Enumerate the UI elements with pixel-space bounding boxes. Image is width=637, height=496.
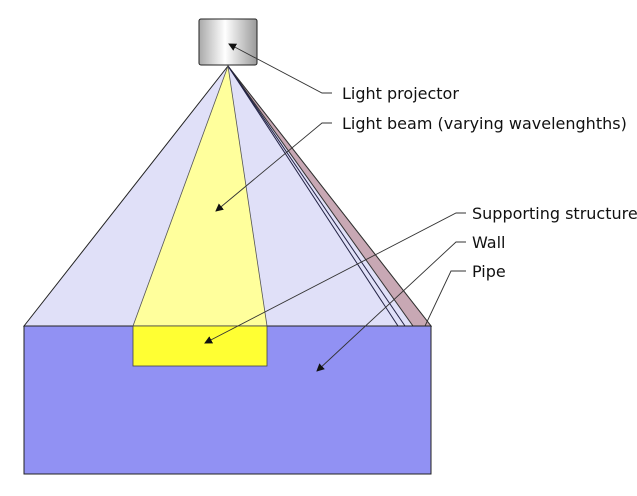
- light-beam-leader: [215, 122, 332, 212]
- light-projector-label: Light projector: [342, 84, 459, 103]
- supporting-structure-label: Supporting structure: [472, 204, 637, 223]
- pipe-edge-line: [227, 65, 399, 327]
- wall-leader: [316, 241, 466, 372]
- beam-spot: [132, 325, 268, 367]
- wall-label: Wall: [472, 233, 506, 252]
- pipe-label: Pipe: [472, 262, 506, 281]
- light-beam-label: Light beam (varying wavelenghths): [342, 114, 627, 133]
- supporting-structure-leader: [204, 212, 466, 344]
- pipe-leader: [424, 270, 466, 327]
- wall-edge-line: [227, 65, 406, 327]
- light-projector-leader: [228, 43, 332, 94]
- light-projector-box: [198, 18, 258, 66]
